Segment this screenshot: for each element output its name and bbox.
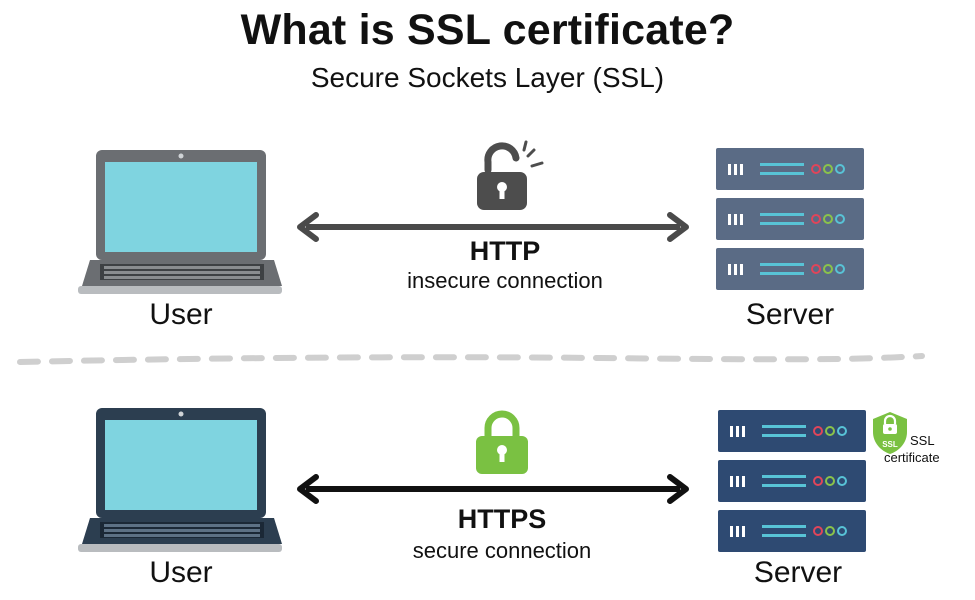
secure-connection-arrow: [297, 474, 689, 504]
page-title: What is SSL certificate?: [240, 6, 735, 54]
page-subtitle: Secure Sockets Layer (SSL): [310, 62, 665, 93]
ssl-shield-text: SSL: [882, 440, 898, 449]
unlocked-padlock-icon: [477, 140, 544, 210]
client-label: User: [149, 298, 213, 331]
protocol-label: HTTP: [469, 236, 541, 266]
connection-description: secure connection: [412, 538, 592, 563]
laptop-icon: [78, 150, 282, 294]
laptop-icon: [78, 408, 282, 552]
server-icon: [718, 410, 866, 552]
server-label: Server: [745, 298, 835, 331]
ssl-certificate-label: SSL certificate: [884, 432, 940, 466]
ssl-certificate-label-line2: certificate: [884, 450, 940, 465]
connection-description: insecure connection: [407, 268, 603, 293]
insecure-connection-arrow: [297, 212, 689, 242]
locked-padlock-icon: [476, 410, 528, 474]
ssl-shield-icon: SSL: [873, 412, 907, 454]
client-label: User: [149, 556, 213, 589]
section-divider: [17, 353, 925, 365]
ssl-certificate-label-line1: SSL: [910, 433, 935, 448]
server-icon: [716, 148, 864, 290]
server-label: Server: [753, 556, 843, 589]
protocol-label: HTTPS: [457, 504, 547, 534]
